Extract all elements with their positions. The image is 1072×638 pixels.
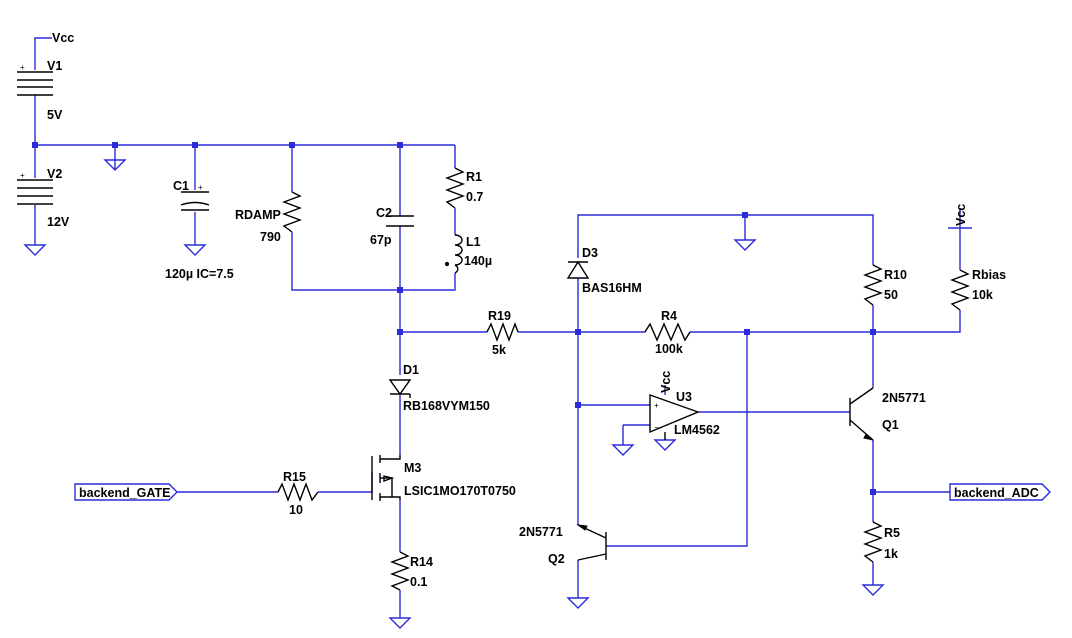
ground-symbol (566, 597, 590, 609)
svg-text:−: − (654, 423, 659, 432)
port-backend-adc[interactable]: backend_ADC (949, 483, 1051, 501)
junctions (32, 142, 876, 495)
ground-symbol (23, 244, 47, 256)
q2-ref: Q2 (548, 552, 565, 566)
v2-ref: V2 (47, 167, 62, 181)
resistor-r5[interactable]: R5 1k (863, 521, 900, 563)
port-backend-gate[interactable]: backend_GATE (74, 483, 178, 501)
r10-ref: R10 (884, 268, 907, 282)
r15-ref: R15 (283, 470, 306, 484)
c1-value: 120µ IC=7.5 (165, 267, 234, 281)
c1-ref: C1 (173, 179, 189, 193)
resistor-r19[interactable]: R19 5k (486, 309, 519, 357)
rbias-ref: Rbias (972, 268, 1006, 282)
resistor-rbias[interactable]: Rbias 10k (950, 268, 1006, 311)
port-gate-label: backend_GATE (79, 486, 170, 500)
r1-ref: R1 (466, 170, 482, 184)
transistor-q2[interactable]: 2N5771 Q2 (519, 524, 607, 566)
vcc-label-u3: Vcc (659, 371, 673, 393)
ground-symbols (23, 159, 885, 629)
m3-value: LSIC1MO170T0750 (404, 484, 516, 498)
resistor-rdamp[interactable]: RDAMP 790 (235, 191, 302, 244)
r19-ref: R19 (488, 309, 511, 323)
r10-value: 50 (884, 288, 898, 302)
svg-text:+: + (198, 183, 203, 192)
rdamp-value: 790 (260, 230, 281, 244)
inductor-l1[interactable]: L1 140µ (444, 234, 492, 274)
ground-symbol (861, 584, 885, 596)
r4-ref: R4 (661, 309, 677, 323)
capacitor-c2[interactable]: C2 67p (370, 206, 414, 247)
port-adc-label: backend_ADC (954, 486, 1039, 500)
d1-ref: D1 (403, 363, 419, 377)
r19-value: 5k (492, 343, 506, 357)
r14-ref: R14 (410, 555, 433, 569)
transistor-q1[interactable]: 2N5771 Q1 (849, 387, 926, 441)
r14-value: 0.1 (410, 575, 427, 589)
v1-ref: V1 (47, 59, 62, 73)
mosfet-m3[interactable]: M3 LSIC1MO170T0750 (371, 455, 516, 501)
svg-text:+: + (20, 171, 25, 180)
r1-value: 0.7 (466, 190, 483, 204)
ground-symbol (653, 439, 677, 451)
q2-value: 2N5771 (519, 525, 563, 539)
ground-symbol (183, 244, 207, 256)
ground-symbol (103, 159, 127, 171)
rdamp-ref: RDAMP (235, 208, 281, 222)
c2-ref: C2 (376, 206, 392, 220)
svg-text:+: + (654, 401, 659, 410)
r5-ref: R5 (884, 526, 900, 540)
resistor-r15[interactable]: R15 10 (277, 470, 319, 517)
resistor-r10[interactable]: R10 50 (863, 264, 907, 306)
d3-ref: D3 (582, 246, 598, 260)
vcc-label-v1: Vcc (52, 31, 74, 45)
v1-value: 5V (47, 108, 63, 122)
resistor-r1[interactable]: R1 0.7 (445, 167, 483, 209)
rbias-value: 10k (972, 288, 993, 302)
l1-ref: L1 (466, 235, 481, 249)
r4-value: 100k (655, 342, 683, 356)
l1-value: 140µ (464, 254, 492, 268)
v2-value: 12V (47, 215, 70, 229)
ground-symbol (388, 617, 412, 629)
wires (34, 37, 961, 618)
r5-value: 1k (884, 547, 898, 561)
source-v1[interactable]: + V1 5V (17, 59, 63, 122)
resistor-r4[interactable]: R4 100k (644, 309, 691, 356)
diode-d1[interactable]: D1 RB168VYM150 (388, 363, 490, 413)
ground-symbol (611, 444, 635, 456)
resistor-r14[interactable]: R14 0.1 (390, 551, 433, 591)
vcc-label-rbias: Vcc (954, 204, 968, 226)
source-v2[interactable]: + V2 12V (17, 167, 70, 229)
u3-value: LM4562 (674, 423, 720, 437)
diode-d3[interactable]: D3 BAS16HM (566, 246, 642, 295)
u3-ref: U3 (676, 390, 692, 404)
r15-value: 10 (289, 503, 303, 517)
q1-value: 2N5771 (882, 391, 926, 405)
d3-value: BAS16HM (582, 281, 642, 295)
d1-value: RB168VYM150 (403, 399, 490, 413)
q1-ref: Q1 (882, 418, 899, 432)
svg-text:+: + (20, 63, 25, 72)
capacitor-c1[interactable]: + C1 120µ IC=7.5 (165, 179, 234, 281)
ground-symbol (733, 239, 757, 251)
c2-value: 67p (370, 233, 392, 247)
m3-ref: M3 (404, 461, 421, 475)
opamp-u3[interactable]: + − U3 LM4562 (649, 390, 720, 440)
